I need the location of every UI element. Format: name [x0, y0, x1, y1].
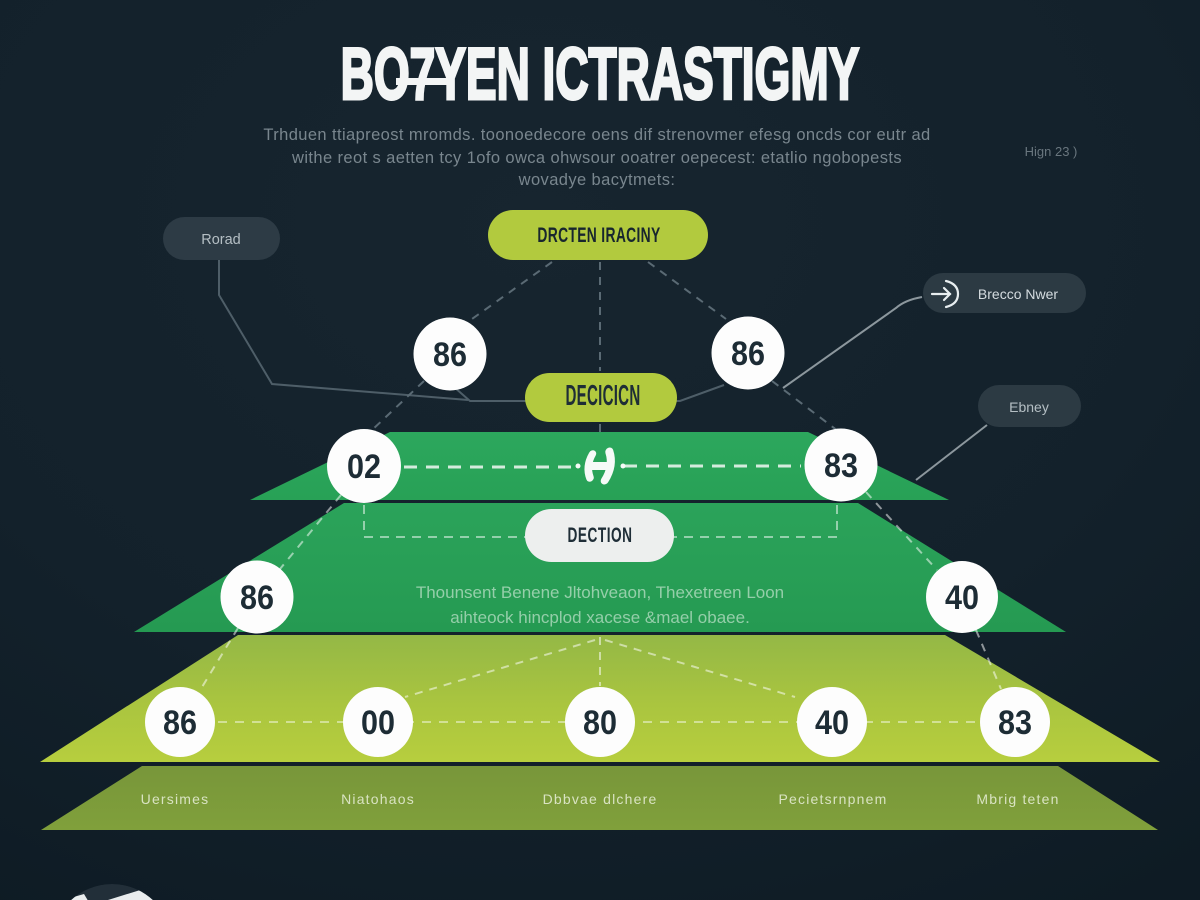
svg-text:DECTION: DECTION [567, 523, 632, 547]
svg-text:Ebney: Ebney [1009, 399, 1049, 415]
svg-text:86: 86 [240, 579, 274, 617]
svg-text:DECICICN: DECICICN [566, 379, 641, 412]
svg-text:40: 40 [945, 579, 979, 617]
svg-text:80: 80 [583, 704, 617, 742]
svg-text:86: 86 [731, 335, 765, 373]
svg-text:wovadye bacytmets:: wovadye bacytmets: [518, 171, 676, 189]
svg-text:02: 02 [347, 448, 381, 486]
svg-text:Mbrig teten: Mbrig teten [976, 791, 1059, 807]
svg-text:86: 86 [163, 704, 197, 742]
svg-text:Brecco Nwer: Brecco Nwer [978, 286, 1058, 302]
svg-text:withe reot s aetten tcy 1ofo o: withe reot s aetten tcy 1ofo owca ohwsou… [291, 149, 902, 167]
svg-text:DRCTEN IRACINY: DRCTEN IRACINY [537, 223, 660, 247]
svg-text:Hign 23 ): Hign 23 ) [1025, 144, 1078, 159]
svg-text:40: 40 [815, 704, 849, 742]
svg-text:Rorad: Rorad [201, 232, 241, 248]
svg-text:83: 83 [824, 447, 858, 485]
svg-text:BO7YEN ICTRASTIGMY: BO7YEN ICTRASTIGMY [341, 33, 860, 114]
svg-text:Uersimes: Uersimes [141, 791, 210, 807]
svg-text:aihteock hincplod xacese &mael: aihteock hincplod xacese &mael obaee. [450, 608, 750, 627]
svg-text:Niatohaos: Niatohaos [341, 791, 415, 807]
svg-text:86: 86 [433, 336, 467, 374]
svg-text:Pecietsrnpnem: Pecietsrnpnem [779, 791, 888, 807]
svg-text:00: 00 [361, 704, 395, 742]
svg-text:Dbbvae dlchere: Dbbvae dlchere [543, 791, 658, 807]
svg-text:83: 83 [998, 704, 1032, 742]
svg-text:Thounsent Benene Jltohveaon, T: Thounsent Benene Jltohveaon, Thexetreen … [416, 583, 784, 602]
svg-text:Trhduen ttiapreost mromds. too: Trhduen ttiapreost mromds. toonoedecore … [263, 126, 930, 144]
